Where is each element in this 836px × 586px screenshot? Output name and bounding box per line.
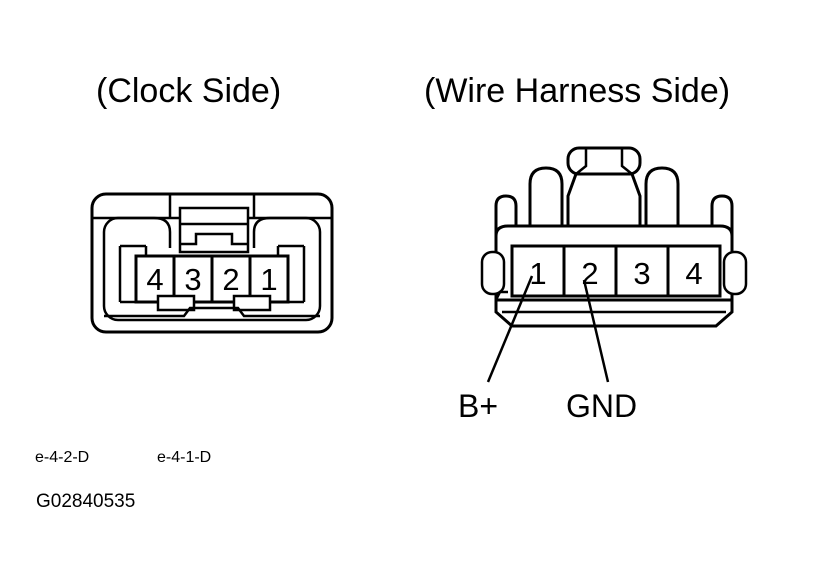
heading-wire-harness-side: (Wire Harness Side) xyxy=(424,72,731,110)
wire-harness-side-connector-drawing: 1 2 3 4 xyxy=(480,146,748,383)
right-pin-number-3: 3 xyxy=(633,256,650,291)
right-connector-skirt-notch xyxy=(494,290,508,301)
left-connector-top-tab xyxy=(178,206,250,254)
right-connector-top-tab xyxy=(566,146,642,176)
left-connector-top-tab-notch xyxy=(180,232,248,246)
left-pin-number-1: 1 xyxy=(260,262,277,297)
callout-leader-bplus xyxy=(486,275,534,383)
right-connector-ear-right xyxy=(722,250,748,296)
right-connector-top-tab-facets xyxy=(575,148,633,175)
right-connector-ear-left xyxy=(480,250,506,296)
footnote-code-left: e-4-2-D xyxy=(35,449,90,466)
footnote-code-right: e-4-1-D xyxy=(157,449,212,466)
callout-label-gnd: GND xyxy=(566,388,638,424)
right-pin-number-4: 4 xyxy=(685,256,702,291)
heading-clock-side: (Clock Side) xyxy=(96,72,282,110)
left-connector-bottom-notch xyxy=(104,306,320,318)
left-connector-shoulder-right xyxy=(252,216,332,248)
left-pin-number-2: 2 xyxy=(222,262,239,297)
right-pin-number-2: 2 xyxy=(581,256,598,291)
callout-label-bplus: B+ xyxy=(458,388,499,424)
left-pin-number-3: 3 xyxy=(184,262,201,297)
clock-side-connector-drawing: 4 3 2 1 xyxy=(90,192,334,334)
left-connector-latch-tab-b xyxy=(232,294,272,312)
left-connector-latch-tab-a xyxy=(156,294,196,312)
left-connector-shoulder-left xyxy=(92,216,172,248)
callout-leader-gnd xyxy=(582,279,610,383)
figure-id: G02840535 xyxy=(36,491,136,512)
left-pin-number-4: 4 xyxy=(146,262,163,297)
right-pin-number-1: 1 xyxy=(529,256,546,291)
